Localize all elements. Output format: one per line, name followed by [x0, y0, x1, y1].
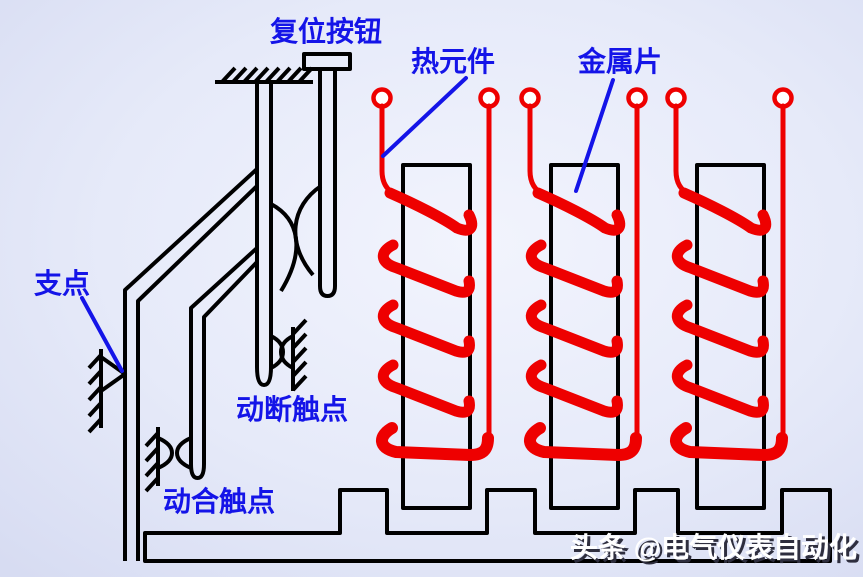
fulcrum-pointer-line	[80, 296, 124, 373]
main-lever-outer	[123, 167, 259, 561]
base-block	[143, 488, 832, 563]
metal-strip-label: 金属片	[577, 45, 662, 77]
no-contact-label: 动合触点	[163, 485, 275, 517]
heating-element-label: 热元件	[411, 46, 495, 77]
snap-spring-right	[293, 184, 323, 277]
reset-button-cap	[302, 52, 352, 71]
reset-button-stem	[318, 69, 337, 298]
metal-strip-pointer-line	[574, 78, 615, 193]
nc-contact-label: 动断触点	[236, 393, 348, 425]
main-lever-inner	[136, 184, 259, 561]
no-support-hatch-icon	[144, 431, 160, 493]
labels: 复位按钮 热元件 金属片 支点 动断触点 动合触点	[34, 15, 662, 517]
heating-element-pointer-line	[381, 76, 468, 158]
fulcrum-hatch-icon	[87, 353, 103, 434]
nc-movable-contact	[270, 334, 285, 370]
reset-button-label: 复位按钮	[270, 15, 382, 47]
nc-contact-rod	[255, 82, 273, 387]
ceiling-hatch-icon	[220, 66, 314, 84]
no-movable-contact	[175, 436, 192, 470]
fulcrum-triangle-icon	[99, 355, 127, 393]
callout-lines	[80, 76, 615, 373]
watermark-shadow-text: 头条 @电气仪表自动化	[573, 535, 860, 566]
watermark: 头条 @电气仪表自动化 头条 @电气仪表自动化	[570, 532, 860, 566]
nc-support-hatch-icon	[291, 318, 308, 392]
watermark-text: 头条 @电气仪表自动化	[570, 532, 857, 563]
no-fixed-contact	[157, 436, 174, 470]
fulcrum-label: 支点	[34, 268, 90, 299]
